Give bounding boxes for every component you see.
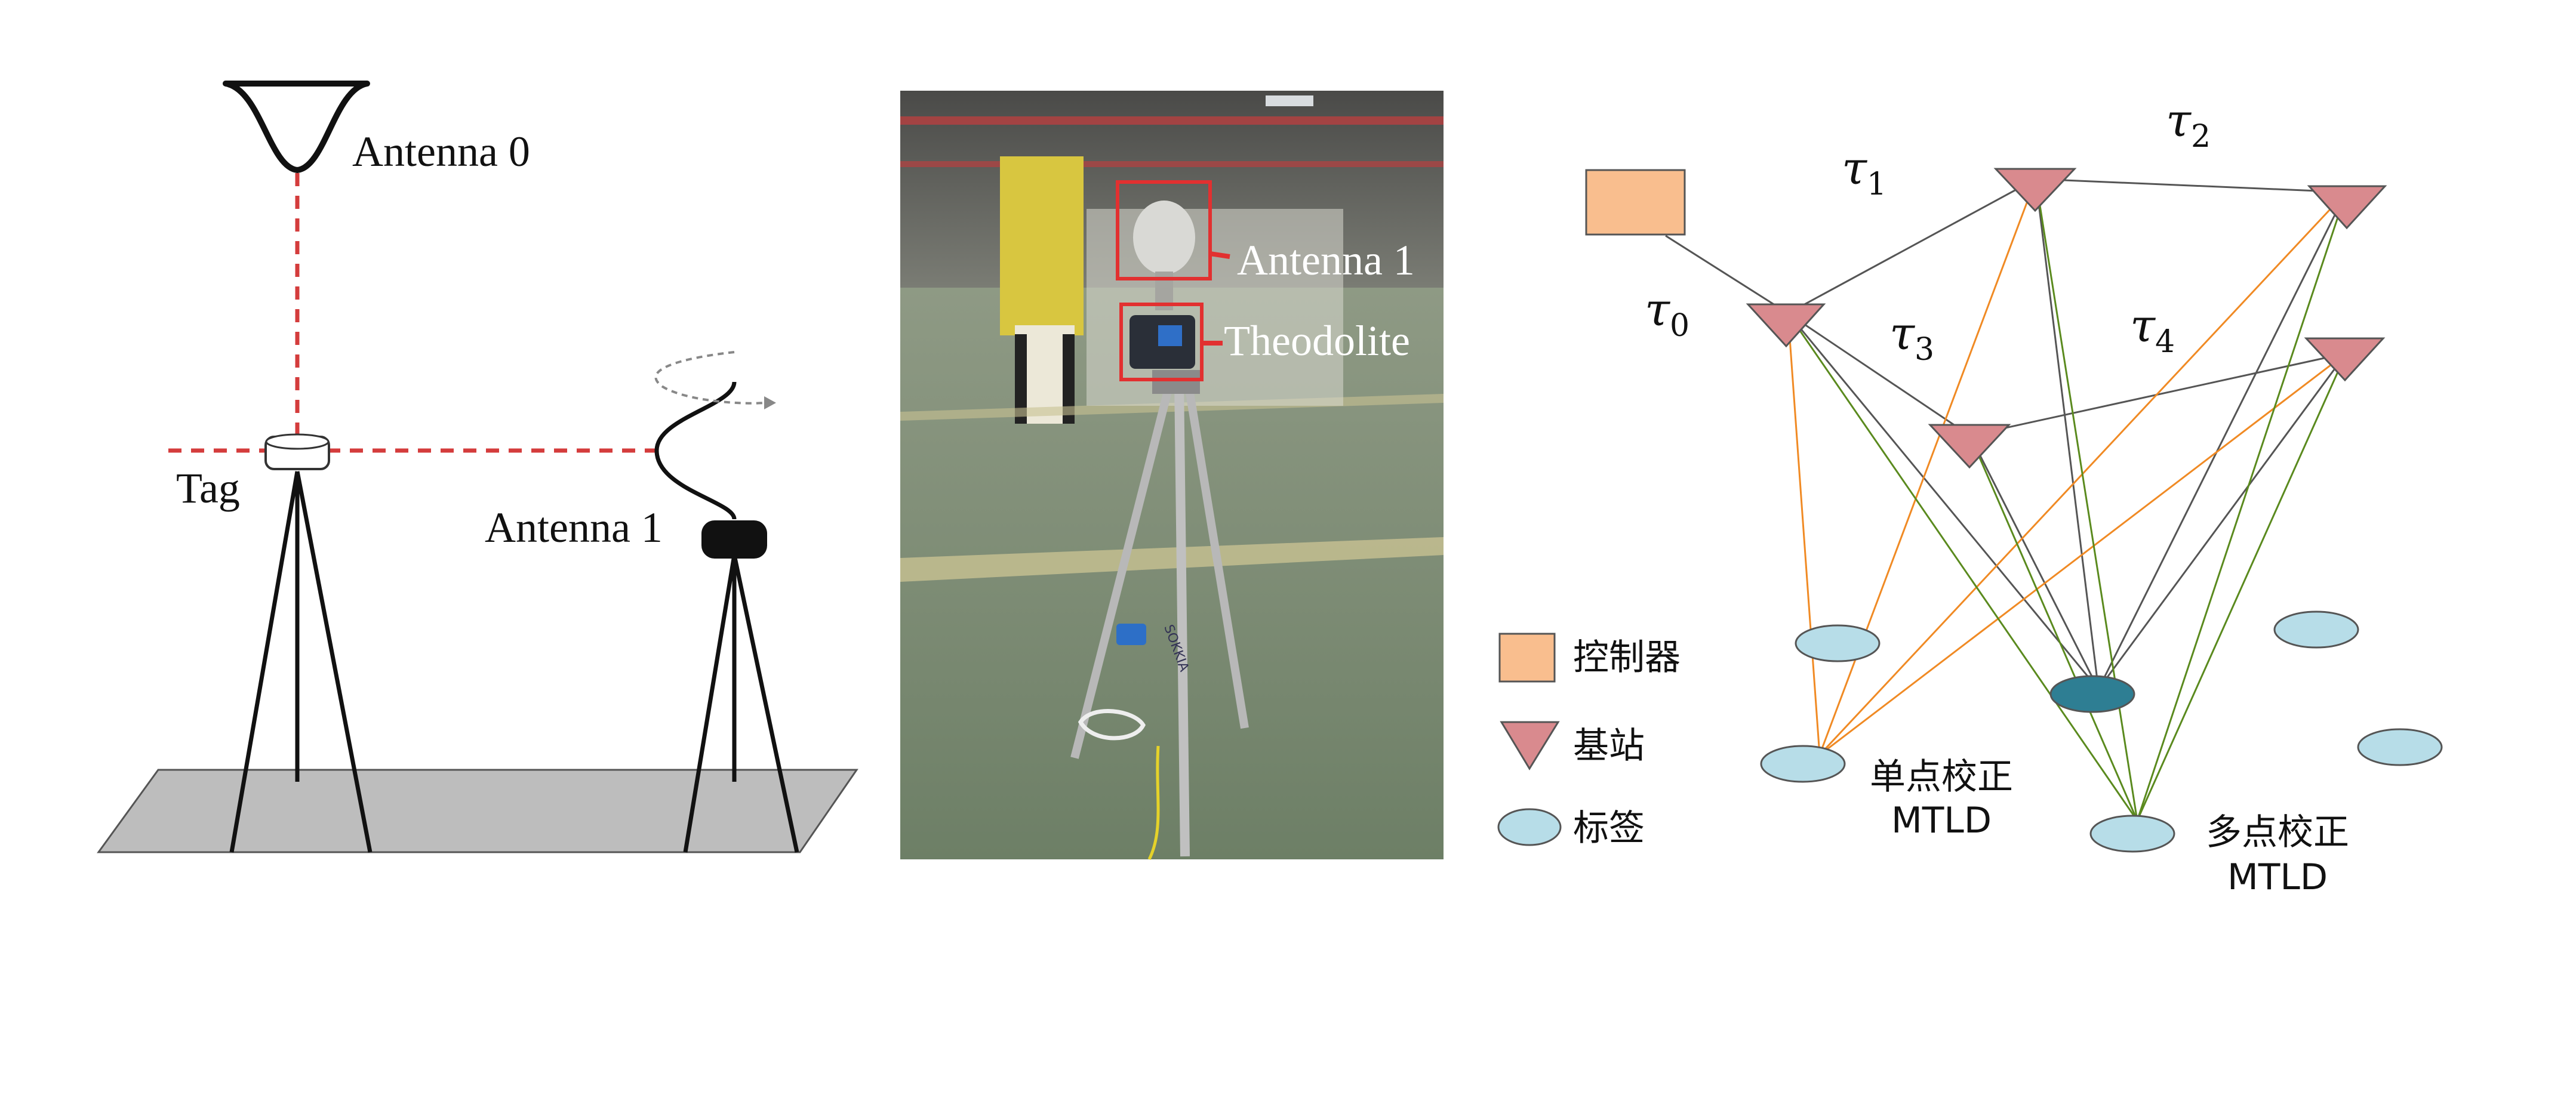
tag-icon [264,433,330,470]
legend-controller-swatch [1498,633,1556,683]
network-diagram: τ0 τ1 τ2 τ3 τ4 单点校正 MTLD 多点校正 MTLD 控制器 基… [1497,94,2443,898]
tag-node [2273,610,2359,649]
photo-antenna-dish [1133,201,1195,275]
tag-node [2089,815,2175,853]
base-station-3 [1928,424,2011,469]
ground-plane [97,769,858,853]
tag-node-highlighted [2049,675,2135,713]
tau-0-label: τ0 [1645,283,1689,344]
antenna1-base-icon [701,520,767,559]
base-station-1 [1993,168,2077,212]
legend: 控制器 基站 标签 [1497,633,1681,849]
antenna1-pattern-icon [654,381,737,520]
photo-pillar [1000,156,1084,335]
rotation-arrowhead-icon [764,396,776,409]
base-stations [1746,168,2387,469]
antenna0-dish-icon [223,81,370,173]
tag-node [1795,624,1881,662]
base-station-4 [2304,337,2386,382]
multi-point-sublabel: MTLD [2227,856,2328,898]
single-point-sublabel: MTLD [1891,800,1992,841]
single-point-label: 单点校正 [1870,756,2013,798]
antenna0-label: Antenna 0 [352,128,530,175]
photo-theodolite-label: Theodolite [1224,317,1410,365]
photo-antenna1-label: Antenna 1 [1237,236,1415,284]
rotation-arrow-icon [654,351,765,405]
tau-2-label: τ2 [2166,94,2211,155]
antenna1-tripod [683,554,799,853]
legend-tag-swatch [1497,808,1562,846]
antenna1-label: Antenna 1 [485,504,663,551]
legend-base-station-label: 基站 [1573,725,1645,767]
tag-tripod [229,471,373,853]
experiment-photo: Antenna 1 Theodolite SOKKIA [900,91,1444,861]
base-station-0 [1746,303,1826,348]
left-measurement-diagram: Antenna 0 Tag Antenna 1 [97,81,858,853]
tag-node [2357,728,2443,766]
legend-controller-label: 控制器 [1573,637,1681,679]
tag-label: Tag [176,464,240,512]
tau-1-label: τ1 [1842,141,1886,202]
legend-tag-label: 标签 [1573,807,1645,849]
gray-links [1665,178,2347,690]
tau-4-label: τ4 [2130,299,2175,360]
controller-node [1585,169,1686,236]
tau-3-label: τ3 [1889,307,1934,368]
legend-base-station-swatch [1500,721,1560,770]
antenna-highlight-box [1116,180,1212,280]
base-station-2 [2307,185,2387,230]
tags [1760,610,2443,853]
green-links [1787,178,2347,821]
multi-point-label: 多点校正 [2206,812,2349,853]
tag-node [1760,745,1846,783]
